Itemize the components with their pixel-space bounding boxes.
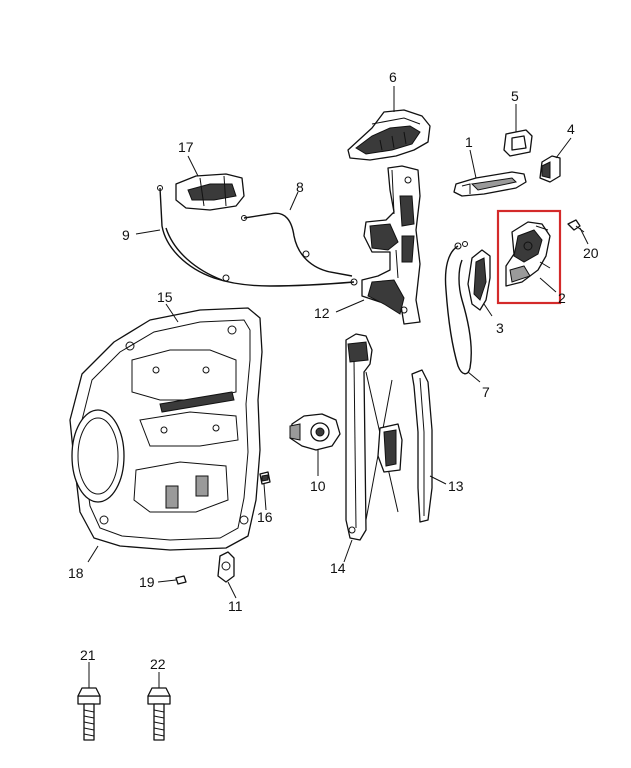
callout-15: 15: [157, 289, 173, 305]
callout-5: 5: [511, 88, 519, 104]
part-20-screw: [567, 219, 585, 233]
part-12-frame-bracket: [361, 165, 421, 325]
part-2-door-latch: [505, 221, 551, 287]
part-3-latch-shield: [467, 249, 491, 311]
part-7-latch-cable: [444, 241, 472, 375]
callout-1: 1: [465, 134, 473, 150]
part-10-window-motor: [289, 413, 341, 451]
part-1-exterior-handle: [453, 171, 527, 197]
callout-6: 6: [389, 69, 397, 85]
callout-16: 16: [257, 509, 273, 525]
callout-22: 22: [150, 656, 166, 672]
part-22-bolt: [147, 687, 171, 741]
part-13-glass-run-channel: [411, 369, 433, 523]
callout-12: 12: [314, 305, 330, 321]
callout-11: 11: [228, 598, 243, 614]
part-2-highlight-box: [496, 209, 562, 305]
callout-18: 18: [68, 565, 84, 581]
part-5-bezel: [503, 129, 533, 157]
callout-labels: 1 2 3 4 5 6 7 8 9 10 11 12 13 14 15 16 1…: [68, 69, 599, 672]
callout-17: 17: [178, 139, 194, 155]
part-19-pin: [175, 575, 187, 585]
callout-7: 7: [482, 384, 490, 400]
part-11-bracket: [217, 551, 235, 583]
callout-9: 9: [122, 227, 130, 243]
part-18-door-module-panel: [69, 307, 263, 551]
part-21-bolt: [77, 687, 101, 741]
callout-4: 4: [567, 121, 575, 137]
leader-lines: [87, 86, 589, 688]
callout-3: 3: [496, 320, 504, 336]
part-4-handle-cap: [539, 155, 561, 183]
callout-14: 14: [330, 560, 346, 576]
callout-8: 8: [296, 179, 304, 195]
part-8-lock-cable: [241, 212, 353, 277]
part-17-interior-handle: [175, 173, 245, 211]
callout-19: 19: [139, 574, 155, 590]
callout-2: 2: [558, 290, 566, 306]
part-16-clip: [259, 471, 271, 485]
callout-13: 13: [448, 478, 464, 494]
callout-20: 20: [583, 245, 599, 261]
callout-21: 21: [80, 647, 96, 663]
callout-10: 10: [310, 478, 326, 494]
part-9-handle-cable: [157, 185, 358, 287]
part-6-bracket: [347, 109, 431, 161]
part-14-window-regulator: [345, 333, 403, 541]
